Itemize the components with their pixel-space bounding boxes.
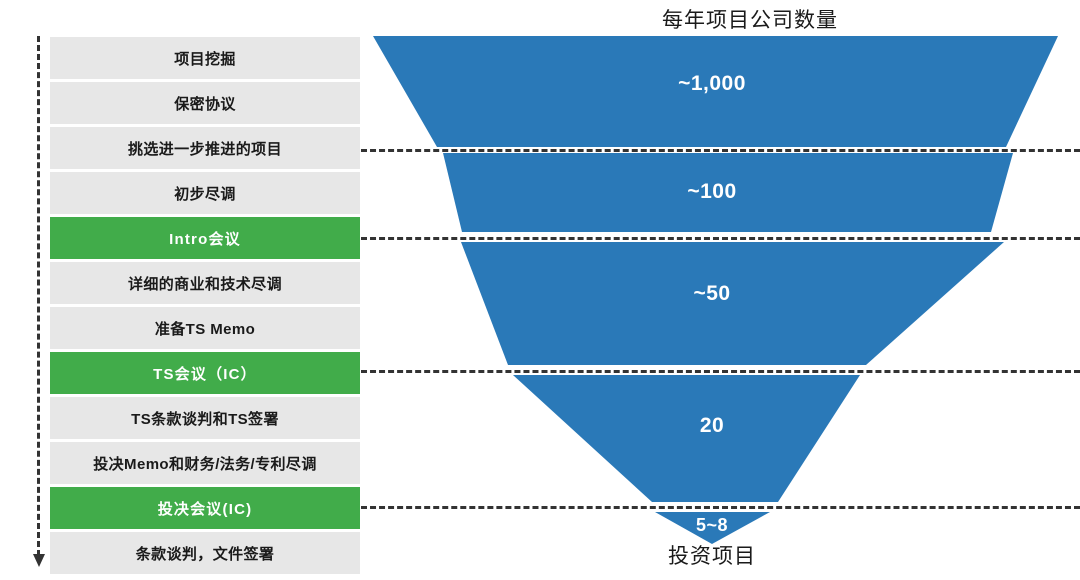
stage-label: TS条款谈判和TS签署 xyxy=(131,410,279,428)
stage-row-8[interactable]: TS会议（IC） xyxy=(50,352,360,394)
stage-label: 投决会议(IC) xyxy=(157,500,253,518)
funnel-segment-3 xyxy=(461,242,1004,365)
stage-row-4[interactable]: 初步尽调 xyxy=(50,172,360,214)
connector-line-1 xyxy=(361,149,1080,152)
connector-line-2 xyxy=(361,237,1080,240)
stage-label: 保密协议 xyxy=(174,95,236,113)
arrow-head xyxy=(33,554,45,567)
connector-line-3 xyxy=(361,370,1080,373)
stage-row-5[interactable]: Intro会议 xyxy=(50,217,360,259)
funnel-value-4: 20 xyxy=(699,414,725,437)
stage-label: 投决Memo和财务/法务/专利尽调 xyxy=(93,455,317,473)
funnel-segment-4 xyxy=(513,375,860,502)
stage-row-12[interactable]: 条款谈判，文件签署 xyxy=(50,532,360,574)
stage-row-3[interactable]: 挑选进一步推进的项目 xyxy=(50,127,360,169)
process-stage-list: 项目挖掘 保密协议 挑选进一步推进的项目 初步尽调 Intro会议 详细的商业和… xyxy=(0,0,372,580)
funnel-footer-label: 投资项目 xyxy=(668,544,756,568)
stage-label: 项目挖掘 xyxy=(174,50,236,68)
stage-label: TS会议（IC） xyxy=(153,365,257,383)
stage-label: 条款谈判，文件签署 xyxy=(135,545,275,563)
funnel-value-2: ~100 xyxy=(687,180,737,203)
stage-label: 挑选进一步推进的项目 xyxy=(127,140,282,158)
stage-row-10[interactable]: 投决Memo和财务/法务/专利尽调 xyxy=(50,442,360,484)
stage-row-11[interactable]: 投决会议(IC) xyxy=(50,487,360,529)
stage-row-7[interactable]: 准备TS Memo xyxy=(50,307,360,349)
funnel-value-1: ~1,000 xyxy=(678,72,746,95)
stage-row-9[interactable]: TS条款谈判和TS签署 xyxy=(50,397,360,439)
arrow-shaft xyxy=(37,36,40,556)
stage-label: 准备TS Memo xyxy=(154,320,256,338)
connector-line-4 xyxy=(361,506,1080,509)
stage-label: 初步尽调 xyxy=(174,185,236,203)
stage-label: Intro会议 xyxy=(169,230,241,248)
process-flow-arrow-icon xyxy=(33,36,45,572)
funnel-title: 每年项目公司数量 xyxy=(662,8,838,32)
funnel-segment-2 xyxy=(443,153,1013,232)
funnel-segment-5 xyxy=(655,512,770,544)
funnel-value-3: ~50 xyxy=(693,282,731,305)
stage-label: 详细的商业和技术尽调 xyxy=(127,275,282,293)
stage-row-1[interactable]: 项目挖掘 xyxy=(50,37,360,79)
funnel-value-5: 5~8 xyxy=(695,515,729,535)
funnel-segment-1 xyxy=(373,36,1058,147)
stage-row-2[interactable]: 保密协议 xyxy=(50,82,360,124)
stage-row-6[interactable]: 详细的商业和技术尽调 xyxy=(50,262,360,304)
